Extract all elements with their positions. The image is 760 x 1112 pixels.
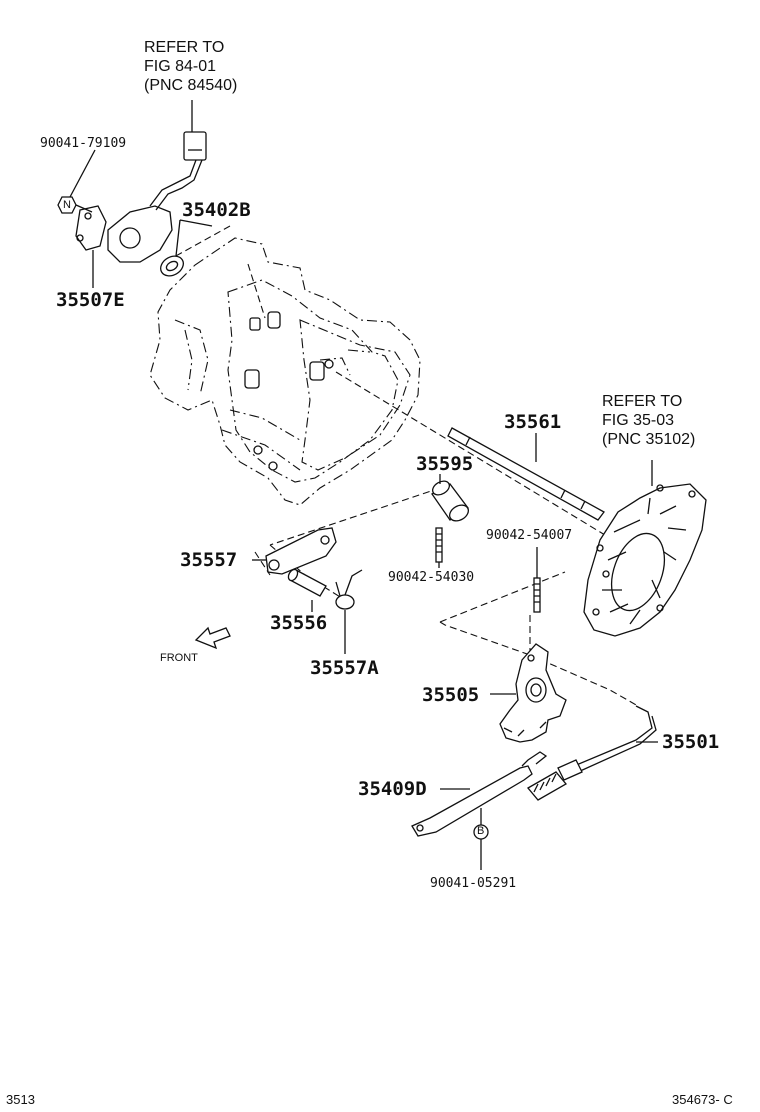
lever-35557 bbox=[265, 527, 337, 575]
oil-seal-35402b bbox=[160, 255, 184, 277]
footer-drawing-code: 354673- C bbox=[672, 1092, 733, 1107]
pin-90042-54030 bbox=[435, 527, 443, 563]
refer-top-line-2: FIG 84-01 bbox=[144, 58, 217, 75]
lever-35505 bbox=[499, 643, 567, 743]
refer-note-right: REFER TO FIG 35-03 (PNC 35102) bbox=[602, 392, 695, 449]
refer-right-line-1: REFER TO bbox=[602, 393, 683, 410]
pin-35556 bbox=[287, 568, 327, 597]
refer-top-line-1: REFER TO bbox=[144, 39, 225, 56]
extension-housing bbox=[583, 483, 707, 637]
part-label-35402b[interactable]: 35402B bbox=[182, 199, 251, 221]
b-marker-label: B bbox=[477, 825, 485, 837]
part-label-35409d[interactable]: 35409D bbox=[358, 778, 427, 800]
part-label-35505[interactable]: 35505 bbox=[422, 684, 480, 706]
front-arrow-icon bbox=[194, 626, 231, 650]
refer-note-top: REFER TO FIG 84-01 (PNC 84540) bbox=[144, 38, 237, 95]
part-label-90042-54030[interactable]: 90042-54030 bbox=[388, 570, 475, 585]
part-label-90041-05291[interactable]: 90041-05291 bbox=[430, 876, 517, 891]
part-label-35557[interactable]: 35557 bbox=[180, 549, 238, 571]
refer-right-line-2: FIG 35-03 bbox=[602, 412, 675, 429]
refer-right-line-3: (PNC 35102) bbox=[602, 431, 696, 448]
footer-figure-number: 3513 bbox=[6, 1092, 35, 1107]
part-label-35501[interactable]: 35501 bbox=[662, 731, 720, 753]
sleeve-35595 bbox=[431, 480, 469, 522]
spring-35557a bbox=[335, 569, 363, 610]
n-marker-symbol bbox=[57, 196, 93, 214]
n-marker-label: N bbox=[63, 199, 71, 211]
part-label-90041-79109[interactable]: 90041-79109 bbox=[40, 136, 127, 151]
transmission-case bbox=[149, 237, 421, 506]
part-label-90042-54007[interactable]: 90042-54007 bbox=[486, 528, 573, 543]
part-label-35507e[interactable]: 35507E bbox=[56, 289, 125, 311]
refer-top-line-3: (PNC 84540) bbox=[144, 77, 238, 94]
neutral-start-switch bbox=[75, 131, 207, 263]
cable-35501 bbox=[527, 705, 657, 801]
part-label-35595[interactable]: 35595 bbox=[416, 453, 474, 475]
b-marker-symbol bbox=[473, 808, 489, 870]
front-label: FRONT bbox=[160, 652, 198, 664]
pin-90042-54007 bbox=[533, 577, 541, 613]
shift-shaft-35561 bbox=[447, 427, 605, 521]
part-label-35561[interactable]: 35561 bbox=[504, 411, 562, 433]
part-label-35556[interactable]: 35556 bbox=[270, 612, 328, 634]
part-label-35557a[interactable]: 35557A bbox=[310, 657, 379, 679]
rod-35409d bbox=[411, 751, 548, 837]
leader-lines bbox=[69, 100, 658, 790]
assembly-lines bbox=[164, 225, 639, 707]
